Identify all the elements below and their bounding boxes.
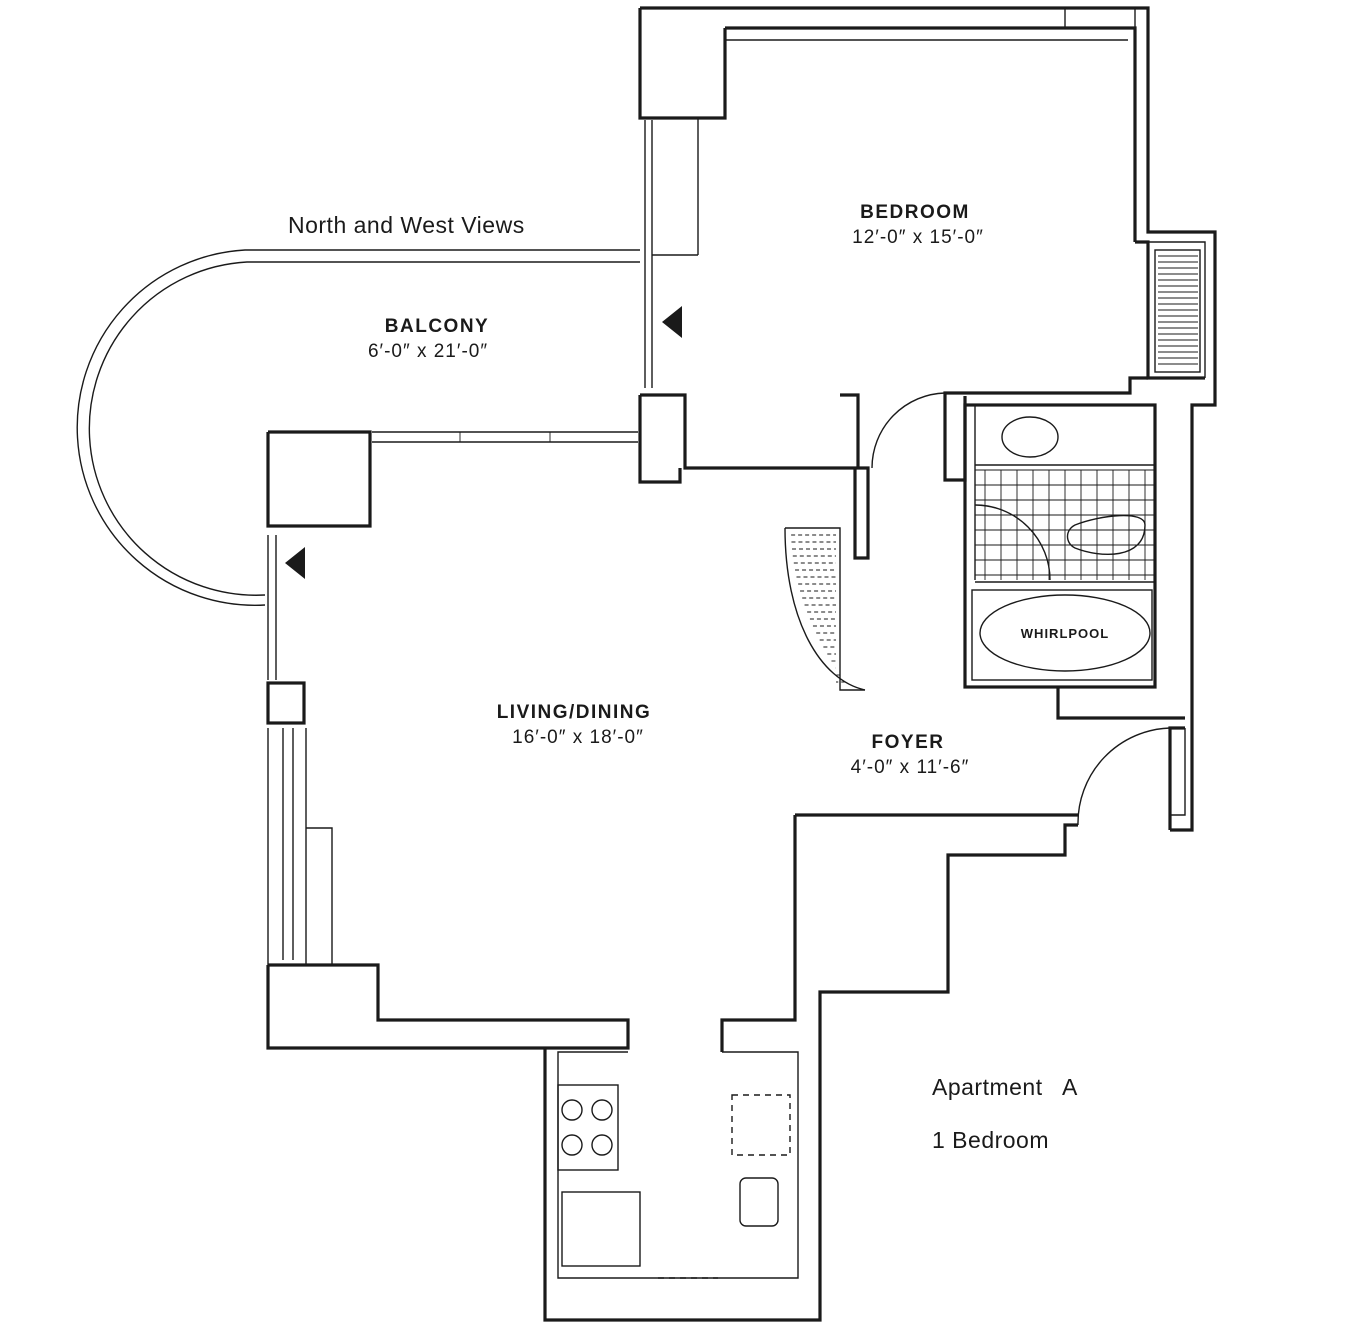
doors [784, 392, 1171, 826]
unit-name: Apartment A [932, 1074, 1078, 1100]
bath-tile-grid [975, 469, 1155, 580]
bedroom-closet-hatch [1154, 249, 1201, 373]
bathroom: WHIRLPOOL [963, 403, 1157, 689]
tub-label: WHIRLPOOL [1021, 626, 1109, 641]
living-walls [266, 430, 1186, 1322]
views-label: North and West Views [288, 212, 525, 238]
living-name: LIVING/DINING [497, 702, 652, 723]
bedroom-dims: 12′-0″ x 15′-0″ [852, 227, 984, 248]
balcony [76, 249, 640, 606]
curved-closet-hatch [791, 534, 846, 683]
unit-type: 1 Bedroom [932, 1127, 1049, 1153]
view-arrow-living [285, 547, 305, 579]
balcony-dims: 6′-0″ x 21′-0″ [368, 341, 488, 362]
kitchen [557, 1084, 791, 1279]
balcony-name: BALCONY [385, 316, 489, 337]
foyer-name: FOYER [872, 732, 945, 753]
view-arrow-bedroom [662, 306, 682, 338]
bedroom-name: BEDROOM [860, 202, 970, 223]
foyer-dims: 4′-0″ x 11′-6″ [851, 757, 970, 778]
bedroom-walls [638, 6, 1217, 832]
living-dims: 16′-0″ x 18′-0″ [512, 727, 644, 748]
